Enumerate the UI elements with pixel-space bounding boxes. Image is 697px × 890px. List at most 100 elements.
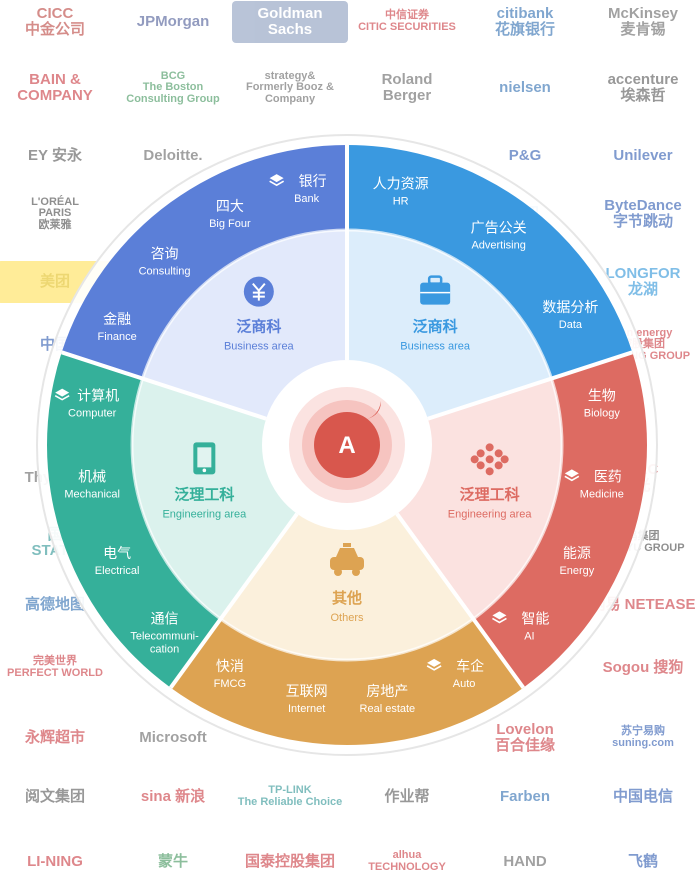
segment-inner-area — [142, 230, 347, 419]
industry-name-en: Consulting — [139, 266, 191, 278]
stack-icon — [54, 388, 70, 401]
company-logo: CICC 中金公司 — [24, 5, 85, 38]
industry-name-cn: 能源 — [563, 545, 591, 561]
company-logo: 中信证券 CITIC SECURITIES — [358, 9, 456, 33]
company-logo: BAIN & COMPANY — [17, 71, 93, 104]
stack-icon — [426, 658, 442, 671]
company-logo: accenture 埃森哲 — [607, 71, 679, 104]
industry-item: 数据分析 Data — [542, 299, 598, 331]
industry-name-cn: 人力资源 — [373, 176, 429, 192]
industry-item: 金融 Finance — [98, 311, 137, 343]
company-logo: 中国电信 — [612, 788, 673, 806]
hub-tail — [367, 401, 381, 419]
industry-item: 车企 Auto — [426, 658, 484, 690]
industry-item: 生物 Biology — [584, 388, 621, 420]
company-logo: LI-NING — [27, 853, 83, 871]
company-logo: L'ORÉAL PARIS 欧莱雅 — [31, 195, 79, 231]
industry-name-cn: 数据分析 — [542, 299, 598, 315]
industry-name-en: Internet — [288, 703, 325, 715]
hub-core — [314, 412, 380, 478]
segment-divider — [427, 350, 633, 421]
company-logo: 作业帮 — [384, 788, 430, 806]
industry-name-en: AI — [524, 630, 534, 642]
segment-title: 泛理工科 — [174, 485, 234, 503]
company-logo: 苏宁易购 suning.com — [612, 725, 674, 749]
segment-subtitle: Engineering area — [448, 508, 533, 520]
company-logo: Unilever — [613, 147, 673, 165]
segment-inner-area — [132, 378, 298, 619]
molecule-icon — [470, 443, 509, 476]
industry-name-en: HR — [393, 196, 409, 208]
company-logo: 阅文集团 — [24, 788, 85, 806]
stack-icon — [492, 611, 507, 624]
company-logo: ByteDance 字节跳动 — [604, 197, 682, 230]
industry-name-cn: 咨询 — [151, 246, 179, 262]
segment-divider — [395, 512, 525, 689]
tablet-icon — [193, 442, 216, 475]
segment-title: 泛商科 — [413, 318, 458, 336]
company-logo: 国泰控股集团 — [244, 853, 335, 871]
industry-name-en: Bank — [294, 193, 320, 205]
company-logo: sina 新浪 — [140, 788, 206, 806]
industry-name-cn: 通信 — [151, 610, 179, 626]
industry-name-cn: 机械 — [78, 468, 106, 484]
segment-title: 其他 — [332, 589, 362, 607]
segment-outer-band — [170, 618, 524, 745]
industry-name-cn: 快消 — [216, 658, 244, 674]
industry-name-en: Big Four — [209, 218, 251, 230]
industry-name-cn: 电气 — [103, 545, 131, 561]
company-logo: Deloitte. — [143, 147, 203, 165]
company-logo: P&G — [508, 147, 542, 165]
company-logo: McKinsey 麦肯锡 — [607, 5, 679, 38]
industry-name-en: Mechanical — [64, 488, 120, 500]
industry-name-cn: 广告公关 — [471, 219, 527, 235]
industry-name-en: Energy — [559, 565, 594, 577]
segment-subtitle: Business area — [224, 341, 295, 353]
company-logo: 飞鹤 — [627, 853, 658, 871]
industry-name-cn: 生物 — [588, 388, 616, 404]
company-logo: Microsoft — [139, 729, 207, 747]
industry-name-en: Data — [559, 319, 583, 331]
car-icon — [330, 543, 364, 576]
industry-name-en: Finance — [98, 331, 137, 343]
company-logo: LONGFOR 龙湖 — [605, 265, 681, 298]
industry-name-en: Biology — [584, 408, 621, 420]
industry-name-cn: 房地产 — [366, 683, 408, 699]
band-divider-ring — [130, 228, 564, 662]
briefcase-icon — [420, 275, 451, 305]
segment-divider — [169, 512, 299, 689]
company-logo: BCG The Boston Consulting Group — [126, 69, 220, 105]
industry-name-en: Real estate — [360, 703, 416, 715]
industry-item: 房地产 Real estate — [360, 683, 416, 715]
company-logo: JPMorgan — [136, 13, 210, 31]
industry-name-cn: 金融 — [103, 311, 131, 327]
industry-name-en: FMCG — [214, 678, 246, 690]
company-logo: 蒙牛 — [157, 853, 188, 871]
wheel-halo-edge — [36, 134, 658, 756]
company-logo: citibank 花旗银行 — [494, 5, 555, 38]
industry-item: 银行 Bank — [269, 173, 327, 205]
industry-name-cn: 银行 — [299, 173, 327, 189]
segment-subtitle: Business area — [400, 341, 471, 353]
company-logo: TP-LINK The Reliable Choice — [237, 784, 343, 808]
industry-name-en: cation — [150, 643, 179, 655]
company-logo: EY 安永 — [28, 147, 82, 165]
industry-name-en: Auto — [453, 678, 476, 690]
yen-icon — [243, 276, 274, 307]
industry-name-cn: 车企 — [456, 658, 484, 674]
company-logo: Lovelon 百合佳缘 — [494, 721, 555, 754]
segment-outer-band — [47, 352, 221, 688]
segment-divider — [61, 350, 267, 421]
segment-subtitle: Engineering area — [162, 508, 247, 520]
stack-icon — [269, 174, 285, 187]
segment-outer-band — [61, 145, 347, 379]
